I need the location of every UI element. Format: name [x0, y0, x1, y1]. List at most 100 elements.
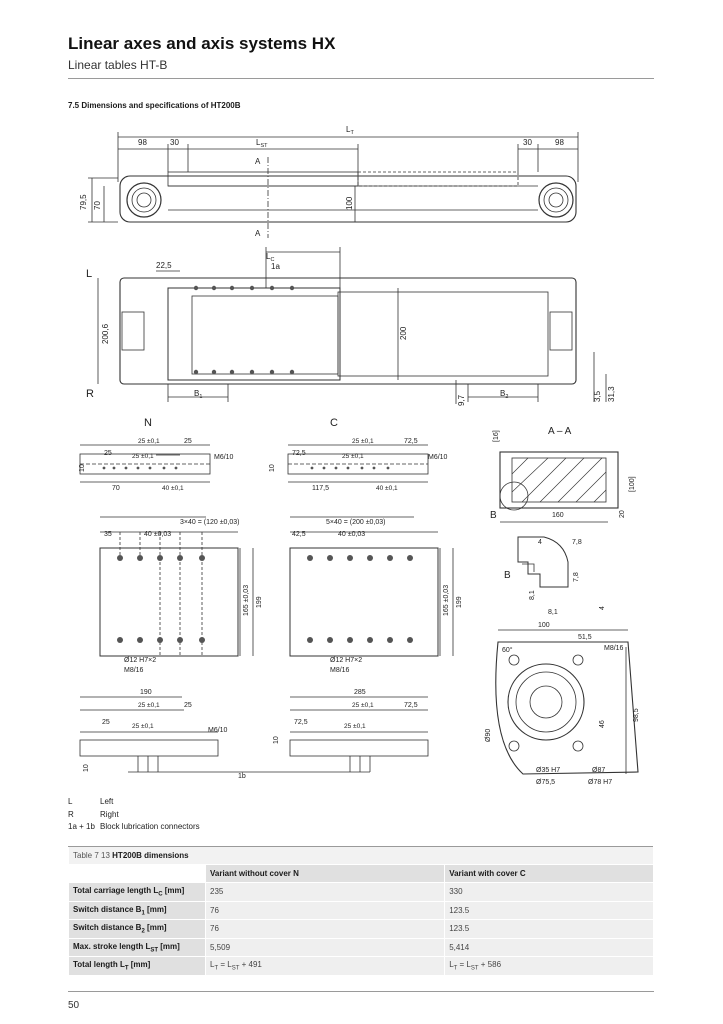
bn-dim-10: 10 — [83, 764, 90, 772]
bc-dim-10: 10 — [273, 736, 280, 744]
n-dim-10: 10 — [79, 464, 86, 472]
b-dim-4: 4 — [538, 539, 542, 546]
n-dim-25: 25 — [184, 438, 192, 445]
column-header-n: Variant without cover N — [204, 864, 446, 883]
n-dim-25-left: 25 — [104, 450, 112, 457]
side-left-label: L — [86, 268, 92, 280]
ev-dim-100: 100 — [538, 622, 550, 629]
dim-1a: 1a — [271, 262, 280, 271]
section-a-top: A — [255, 157, 261, 166]
bc-dim-25-tol-2: 25 ±0,1 — [344, 723, 366, 730]
c-dim-72-5-left: 72,5 — [292, 450, 306, 457]
aa-dim-160: 160 — [552, 512, 564, 519]
bc-dim-25-tol: 25 ±0,1 — [352, 702, 374, 709]
n-dim-25-tol-2: 25 ±0,1 — [132, 453, 154, 460]
dim-31-3: 31,3 — [607, 386, 616, 402]
dim-1b: 1b — [238, 773, 246, 780]
pn-pattern: 3×40 = (120 ±0,03) — [180, 519, 240, 526]
dim-98-left: 98 — [138, 138, 147, 147]
bn-dim-25-right: 25 — [184, 702, 192, 709]
table-header-row: Variant without cover N Variant with cov… — [68, 864, 654, 883]
b-dim-4-b: 4 — [599, 606, 606, 610]
dim-b2: B2 — [500, 389, 508, 400]
section-a-bottom: A — [255, 229, 261, 238]
cell-c: 330 — [444, 882, 654, 902]
column-header-c: Variant with cover C — [444, 864, 654, 883]
bc-dim-72-5-left: 72,5 — [294, 719, 308, 726]
cell-n: 235 — [204, 882, 446, 902]
dim-30-left: 30 — [170, 138, 179, 147]
row-label: Switch distance B2 [mm] — [68, 919, 206, 939]
page-title: Linear axes and axis systems HX — [68, 34, 336, 53]
pc-dim-165: 165 ±0,03 — [443, 585, 450, 616]
c-dim-117-5: 117,5 — [312, 485, 329, 492]
ev-dim-51-5: 51,5 — [578, 634, 592, 641]
dim-lc: LC — [266, 252, 274, 263]
cell-c: 123.5 — [444, 900, 654, 921]
dim-79-5: 79,5 — [79, 194, 88, 210]
view-n-label: N — [144, 417, 152, 429]
pn-dim-40: 40 ±0,03 — [144, 531, 171, 538]
b-dim-8-1-h: 8,1 — [548, 609, 558, 616]
view-c-label: C — [330, 417, 338, 429]
aa-detail-b: B — [490, 510, 497, 521]
n-dim-70: 70 — [112, 485, 120, 492]
c-dim-25-tol-2: 25 ±0,1 — [342, 453, 364, 460]
dim-100: 100 — [345, 196, 354, 210]
cell-c: LT = LST + 586 — [444, 956, 654, 976]
pc-dim-42-5: 42,5 — [292, 531, 306, 538]
cell-n: LT = LST + 491 — [204, 956, 446, 976]
ev-dia-78: Ø78 H7 — [588, 779, 612, 786]
n-dim-40: 40 ±0,1 — [162, 485, 184, 492]
dim-lt: LT — [346, 125, 354, 136]
c-dim-40: 40 ±0,1 — [376, 485, 398, 492]
ev-dia-90: Ø90 — [485, 729, 492, 742]
pn-bore: Ø12 H7×2 — [124, 657, 156, 664]
bn-dim-25-left: 25 — [102, 719, 110, 726]
b-dim-7-8: 7,8 — [572, 539, 582, 546]
b-dim-7-8-v: 7,8 — [573, 572, 580, 582]
dim-22-5: 22,5 — [156, 261, 172, 270]
c-thread: M6/10 — [428, 454, 448, 461]
cell-n: 5,509 — [204, 937, 446, 958]
dim-9-7: 9,7 — [457, 394, 466, 406]
cell-c: 5,414 — [444, 937, 654, 958]
dim-3-5: 3,5 — [593, 390, 602, 402]
bn-dim-25-tol: 25 ±0,1 — [138, 702, 160, 709]
header-rule — [68, 78, 654, 79]
page-number: 50 — [68, 1000, 80, 1011]
aa-dim-100: [100] — [629, 476, 636, 492]
dim-200-6: 200,6 — [101, 323, 110, 344]
pc-dim-199: 199 — [456, 596, 463, 608]
ev-angle: 60° — [502, 646, 513, 654]
c-dim-72-5-right: 72,5 — [404, 438, 418, 445]
technical-drawing: LT LST 98 30 30 98 A A 79,5 70 100 LC 1a… — [79, 125, 640, 786]
page-subtitle: Linear tables HT-B — [68, 58, 168, 72]
bn-thread: M6/10 — [208, 727, 228, 734]
row-label: Switch distance B1 [mm] — [68, 900, 206, 921]
table-caption: Table 7 13 HT200B dimensions — [68, 846, 654, 865]
ev-dia-35: Ø35 H7 — [536, 767, 560, 774]
pc-bore: Ø12 H7×2 — [330, 657, 362, 664]
bc-dim-72-5-right: 72,5 — [404, 702, 418, 709]
n-thread: M6/10 — [214, 454, 234, 461]
pc-pattern: 5×40 = (200 ±0,03) — [326, 519, 386, 526]
dim-200: 200 — [399, 326, 408, 340]
row-label: Max. stroke length LST [mm] — [68, 937, 206, 958]
cell-n: 76 — [204, 900, 446, 921]
pc-thread: M8/16 — [330, 667, 350, 674]
row-label: Total length LT [mm] — [68, 956, 206, 976]
dim-30-right: 30 — [523, 138, 532, 147]
cell-n: 76 — [204, 919, 446, 939]
table-caption-row: Table 7 13 HT200B dimensions — [68, 846, 654, 865]
pn-dim-35: 35 — [104, 531, 112, 538]
table-row: Total carriage length LC [mm] 235 330 — [68, 882, 654, 902]
pc-dim-40: 40 ±0,03 — [338, 531, 365, 538]
section-aa-title: A – A — [548, 426, 572, 437]
aa-dim-16: [16] — [493, 430, 500, 442]
side-right-label: R — [86, 388, 94, 400]
